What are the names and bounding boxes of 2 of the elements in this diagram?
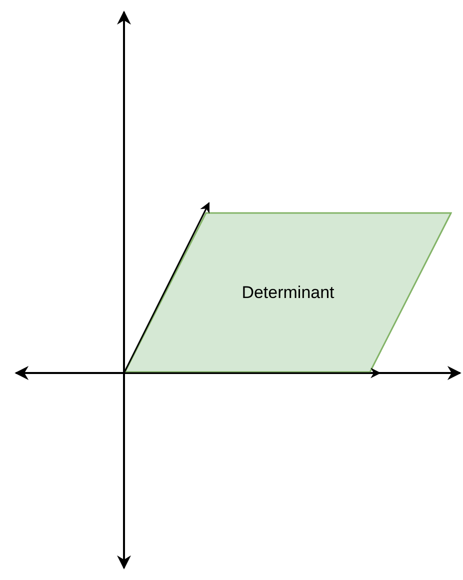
parallelogram-shape xyxy=(124,212,452,373)
shape-label: Determinant xyxy=(242,282,334,304)
